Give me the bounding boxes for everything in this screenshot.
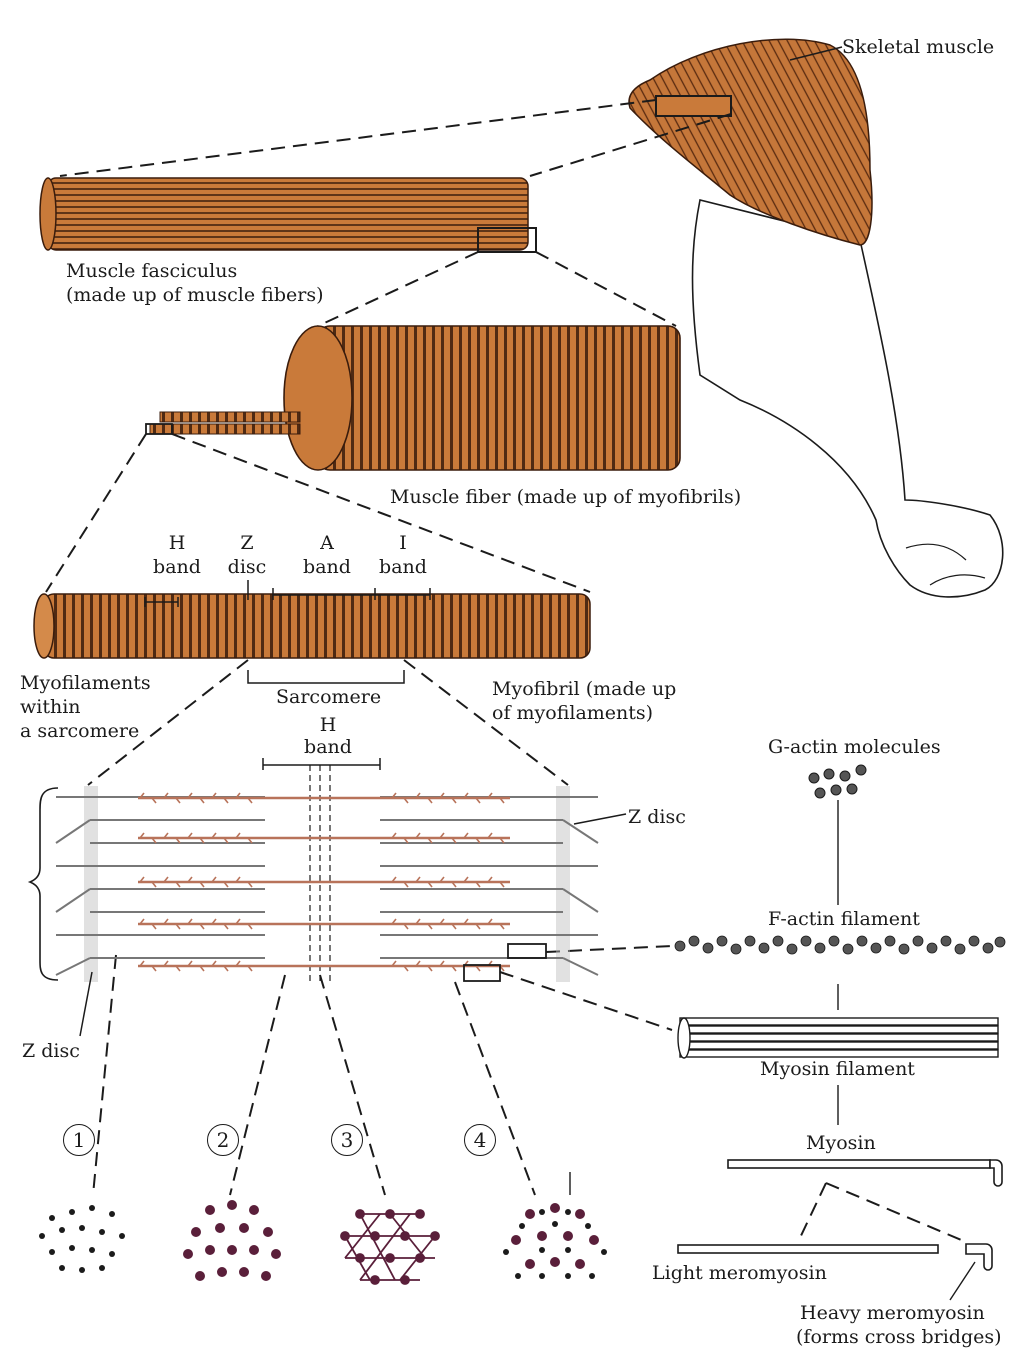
label-z-disc-right: Z disc — [628, 806, 686, 828]
molecular-components — [674, 764, 1006, 1301]
label-h-band-top-2: band — [153, 556, 201, 578]
myofibril — [33, 580, 591, 684]
cross-bridges — [139, 792, 505, 972]
g-actin-molecules — [808, 764, 867, 799]
label-g-actin: G-actin molecules — [768, 736, 941, 758]
myosin-filament-bundle — [677, 1017, 999, 1059]
cross-section-4-dots — [503, 1172, 607, 1279]
label-myofilaments-3: a sarcomere — [20, 720, 140, 742]
label-i-band-1: I — [399, 532, 407, 554]
label-z-disc-top-1: Z — [240, 532, 254, 554]
label-z-disc-left: Z disc — [22, 1040, 80, 1062]
zoom-connectors — [45, 99, 967, 1243]
sarcomere-filaments — [27, 758, 627, 1037]
label-fasciculus-line1: Muscle fasciculus — [66, 260, 238, 282]
muscle-fiber — [145, 325, 681, 471]
label-heavy-meromyosin-2: (forms cross bridges) — [796, 1326, 1002, 1348]
cross-section-3-lattice — [340, 1209, 440, 1285]
label-muscle-fiber: Muscle fiber (made up of myofibrils) — [390, 486, 742, 508]
light-meromyosin-shape — [677, 1244, 939, 1254]
label-h-band-mid-1: H — [319, 714, 337, 736]
label-i-band-2: band — [379, 556, 427, 578]
cross-section-number-4: 4 — [464, 1124, 496, 1156]
label-f-actin: F-actin filament — [768, 908, 920, 930]
label-myofibril-2: of myofilaments) — [492, 702, 654, 724]
cross-section-number-1: 1 — [63, 1124, 95, 1156]
muscle-fasciculus — [39, 177, 537, 253]
label-h-band-mid-2: band — [304, 736, 352, 758]
label-myosin-filament: Myosin filament — [760, 1058, 915, 1080]
thick-filaments — [138, 796, 510, 968]
label-myofibril-1: Myofibril (made up — [492, 678, 677, 700]
label-heavy-meromyosin-1: Heavy meromyosin — [800, 1302, 985, 1324]
label-z-disc-top-2: disc — [227, 556, 267, 578]
cross-section-1-dots — [39, 1205, 125, 1273]
cross-section-number-2: 2 — [207, 1124, 239, 1156]
label-myofilaments-1: Myofilaments — [20, 672, 151, 694]
cross-section-number-3: 3 — [331, 1124, 363, 1156]
cross-section-2-dots — [183, 1200, 281, 1281]
label-sarcomere: Sarcomere — [276, 686, 382, 708]
myosin-molecule — [727, 1159, 1003, 1187]
label-h-band-top-1: H — [168, 532, 186, 554]
label-fasciculus-line2: (made up of muscle fibers) — [66, 284, 324, 306]
label-a-band-letter: A — [320, 532, 334, 554]
label-light-meromyosin: Light meromyosin — [652, 1262, 827, 1284]
heavy-meromyosin-shape — [965, 1243, 993, 1271]
label-skeletal-muscle: Skeletal muscle — [842, 36, 995, 58]
label-myofilaments-2: within — [20, 696, 81, 718]
label-myosin: Myosin — [806, 1132, 876, 1154]
label-a-band-2: band — [303, 556, 351, 578]
f-actin-filament — [674, 935, 1006, 955]
arm-illustration — [628, 38, 1004, 598]
thin-filaments — [55, 796, 599, 976]
